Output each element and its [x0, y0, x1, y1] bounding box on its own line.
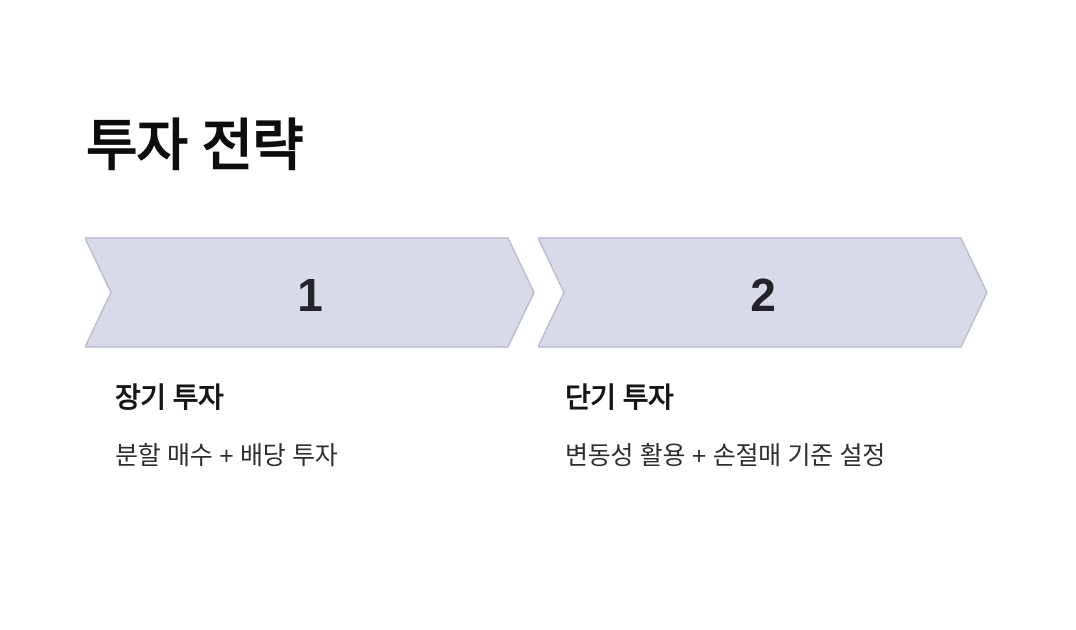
step-detail-2: 단기 투자 변동성 활용 + 손절매 기준 설정	[565, 380, 985, 473]
step-heading-2: 단기 투자	[565, 382, 674, 413]
chevron-arrow-shape-1	[85, 237, 535, 348]
step-description-1: 분할 매수 + 배당 투자	[115, 442, 338, 471]
step-detail-1: 장기 투자 분할 매수 + 배당 투자	[115, 380, 535, 473]
chevron-polygon	[85, 237, 535, 348]
chevron-polygon	[538, 237, 988, 348]
step-heading-1: 장기 투자	[115, 382, 224, 413]
step-number-2: 2	[750, 268, 776, 321]
step-number-1: 1	[297, 268, 323, 321]
step-chevron-2: 2	[538, 237, 988, 348]
step-chevron-1: 1	[85, 237, 535, 348]
page-title: 투자 전략	[86, 114, 304, 177]
step-description-2: 변동성 활용 + 손절매 기준 설정	[565, 442, 885, 471]
chevron-arrow-shape-2	[538, 237, 988, 348]
